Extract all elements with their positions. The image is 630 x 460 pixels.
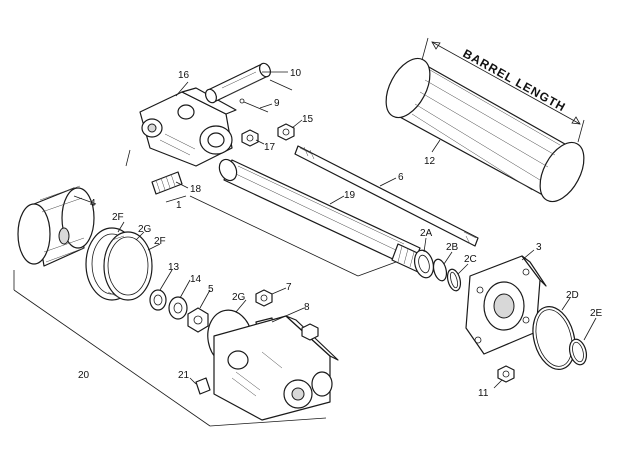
callout-2e: 2E xyxy=(590,308,603,319)
callout-12: 12 xyxy=(424,156,436,167)
callout-2f-mid: 2F xyxy=(154,236,166,247)
tie-rod-nut-part xyxy=(497,365,515,383)
callout-19: 19 xyxy=(344,190,356,201)
callout-14: 14 xyxy=(190,274,202,285)
piston-nut-part xyxy=(187,307,209,333)
callout-3: 3 xyxy=(536,242,542,253)
assembly-bracket-1 xyxy=(125,149,397,277)
callout-16: 16 xyxy=(178,70,190,81)
callout-15: 15 xyxy=(302,114,314,125)
tie-rod-part xyxy=(294,145,479,247)
o-ring-2e-part xyxy=(568,338,588,366)
assembly-bracket-20 xyxy=(13,270,327,427)
callout-20: 20 xyxy=(78,370,90,381)
threaded-stud-part xyxy=(151,171,183,195)
callout-18: 18 xyxy=(190,184,202,195)
callout-2g-low: 2G xyxy=(232,292,246,303)
callout-7: 7 xyxy=(286,282,292,293)
callout-9: 9 xyxy=(274,98,280,109)
callout-2g-top: 2G xyxy=(138,224,152,235)
callout-8: 8 xyxy=(304,302,310,313)
grease-fitting-part xyxy=(195,377,211,395)
jam-nut-part xyxy=(241,129,259,147)
washer-14-part xyxy=(168,296,188,320)
rod-nut-part xyxy=(277,123,295,141)
clevis-part xyxy=(139,87,237,167)
callout-2d: 2D xyxy=(566,290,579,301)
callout-21: 21 xyxy=(178,370,190,381)
cotter-pin-part xyxy=(239,79,293,113)
rod-seal-2a-part xyxy=(413,249,435,279)
base-end-cap-part xyxy=(213,315,339,421)
callout-6: 6 xyxy=(398,172,404,183)
cap-nut-part xyxy=(301,323,319,341)
rod-end-cap-part xyxy=(465,255,547,355)
o-ring-2d-part xyxy=(532,306,576,370)
piston-part xyxy=(17,185,95,267)
wear-ring-2g-part xyxy=(103,231,153,301)
backup-ring-2c-part xyxy=(446,268,462,292)
callout-4: 4 xyxy=(90,198,96,209)
callout-1: 1 xyxy=(176,200,182,211)
callout-11: 11 xyxy=(478,388,489,399)
callout-13: 13 xyxy=(168,262,180,273)
clevis-pin-part xyxy=(204,62,272,104)
callout-2f-top: 2F xyxy=(112,212,124,223)
callout-17: 17 xyxy=(264,142,276,153)
washer-13-part xyxy=(149,289,167,311)
fitting-7-part xyxy=(255,289,273,307)
callout-5: 5 xyxy=(208,284,214,295)
callout-2a: 2A xyxy=(420,228,433,239)
callout-2c: 2C xyxy=(464,254,477,265)
callout-10: 10 xyxy=(290,68,302,79)
piston-rod-part xyxy=(218,158,425,273)
leader-lines xyxy=(73,71,597,389)
barrel-part xyxy=(385,57,585,203)
callout-2b: 2B xyxy=(446,242,459,253)
callout-labels: 1 2A 2B 2C 2D 2E 2F 2F 2G 2G 3 4 5 6 7 8… xyxy=(78,68,603,399)
barrel-length-dimension xyxy=(421,37,585,143)
o-ring-2b-part xyxy=(432,258,448,282)
